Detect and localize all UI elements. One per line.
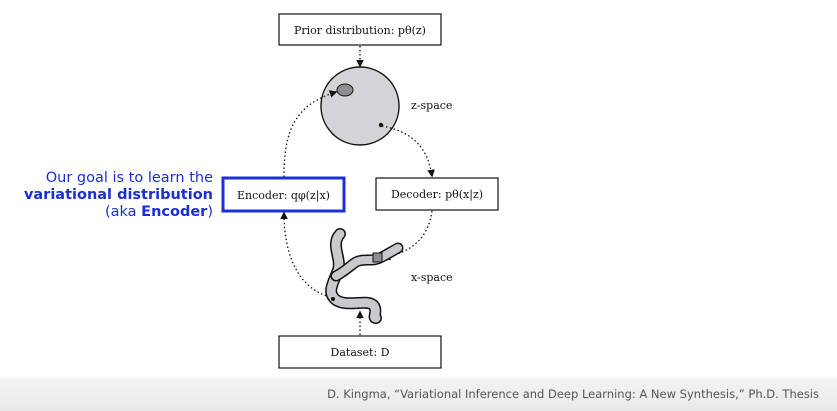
- prior-distribution-box: Prior distribution: pθ(z): [278, 13, 442, 46]
- annotation-variational-distribution: variational distribution: [23, 187, 213, 203]
- dataset-label: Dataset: D: [331, 346, 390, 359]
- zspace-to-decoder-arrow: [381, 125, 435, 178]
- x-space-label: x-space: [411, 271, 453, 284]
- prior-distribution-label: Prior distribution: pθ(z): [294, 24, 426, 37]
- x-space-manifold: [325, 228, 404, 324]
- annotation-line-1: Our goal is to learn the: [45, 170, 213, 186]
- citation-text: D. Kingma, “Variational Inference and De…: [327, 387, 819, 401]
- z-space-label: z-space: [411, 99, 452, 112]
- z-space-sphere: [320, 66, 400, 146]
- annotation-encoder: Encoder: [141, 204, 208, 220]
- footer-bar: D. Kingma, “Variational Inference and De…: [0, 378, 837, 411]
- encoder-box: Encoder: qφ(z|x): [221, 176, 346, 213]
- posterior-region: [336, 83, 354, 97]
- encoder-to-zspace-arrow: [283, 90, 338, 178]
- dataset-box: Dataset: D: [278, 335, 442, 369]
- annotation-line-3: (aka Encoder): [104, 204, 213, 220]
- decoder-box: Decoder: pθ(x|z): [375, 177, 499, 211]
- decoded-region: [372, 252, 383, 263]
- encoder-label: Encoder: qφ(z|x): [237, 189, 330, 203]
- data-sample-point: [331, 297, 335, 301]
- decoder-label: Decoder: pθ(x|z): [391, 188, 483, 202]
- goal-annotation: Our goal is to learn the variational dis…: [20, 170, 213, 221]
- xspace-to-encoder-arrow: [280, 211, 331, 298]
